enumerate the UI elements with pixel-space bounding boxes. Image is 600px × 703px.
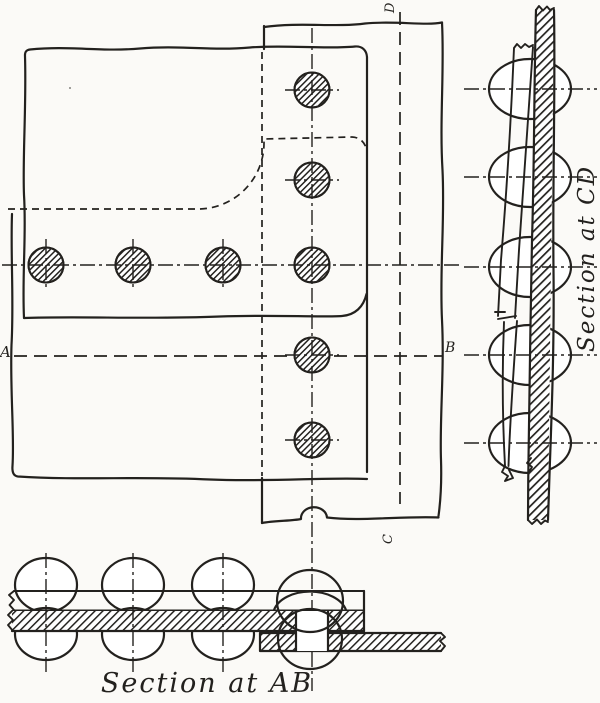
ab-rivet-head-inner-arc xyxy=(272,590,348,612)
section-ab-title: Section at AB xyxy=(101,668,313,699)
under-plate-outline xyxy=(10,212,369,482)
ab-torn-left-end xyxy=(7,590,15,632)
top-plate-outline xyxy=(22,45,369,474)
section-ab-view xyxy=(7,553,446,675)
top-plate-bottom-edge xyxy=(22,292,368,320)
label-b: B xyxy=(444,340,455,356)
cd-plate-right-edge xyxy=(546,8,556,522)
cd-strip-lower xyxy=(501,320,518,482)
ab-lower-plate-hatch xyxy=(260,633,441,651)
cd-plate-edge-jag xyxy=(526,457,533,473)
vertical-plate-bottom-edge xyxy=(260,506,440,525)
section-cd-title: Section at CD xyxy=(574,165,600,352)
cd-centerlines xyxy=(464,88,597,444)
cd-strip-upper xyxy=(494,43,534,320)
hidden-edge-under-plate xyxy=(8,136,368,210)
ab-upper-plate-hatch xyxy=(12,611,364,631)
vertical-plate-top-edge xyxy=(262,21,444,29)
plan-view xyxy=(2,12,459,691)
ab-rivet-shank-edges xyxy=(294,609,330,653)
ab-rivet-bottom-head xyxy=(276,607,344,671)
ab-centerlines xyxy=(45,553,224,675)
ab-torn-right-end xyxy=(439,632,446,652)
cd-plate-torn-top xyxy=(535,5,555,12)
ab-rivet-top-head xyxy=(275,568,345,634)
ab-lower-plate-edges xyxy=(258,631,443,653)
label-d: D xyxy=(383,2,398,14)
ab-rivet-heads xyxy=(13,556,256,662)
cd-plate-torn-bottom xyxy=(527,518,549,525)
ink-speck xyxy=(69,87,71,89)
vertical-plate-right-edge xyxy=(437,21,445,518)
section-cd-view xyxy=(464,5,597,525)
label-c: C xyxy=(381,534,396,544)
label-a: A xyxy=(0,343,11,361)
